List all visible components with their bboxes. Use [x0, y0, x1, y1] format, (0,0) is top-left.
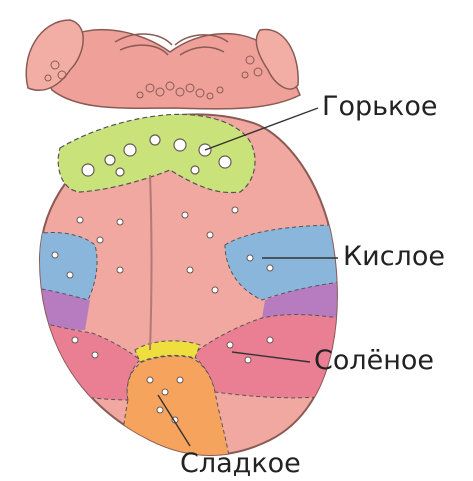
label-sweet: Сладкое	[180, 450, 301, 477]
tongue-root	[26, 20, 300, 109]
label-bitter: Горькое	[322, 93, 437, 120]
label-salty: Солёное	[314, 347, 434, 374]
label-sour: Кислое	[343, 243, 445, 270]
